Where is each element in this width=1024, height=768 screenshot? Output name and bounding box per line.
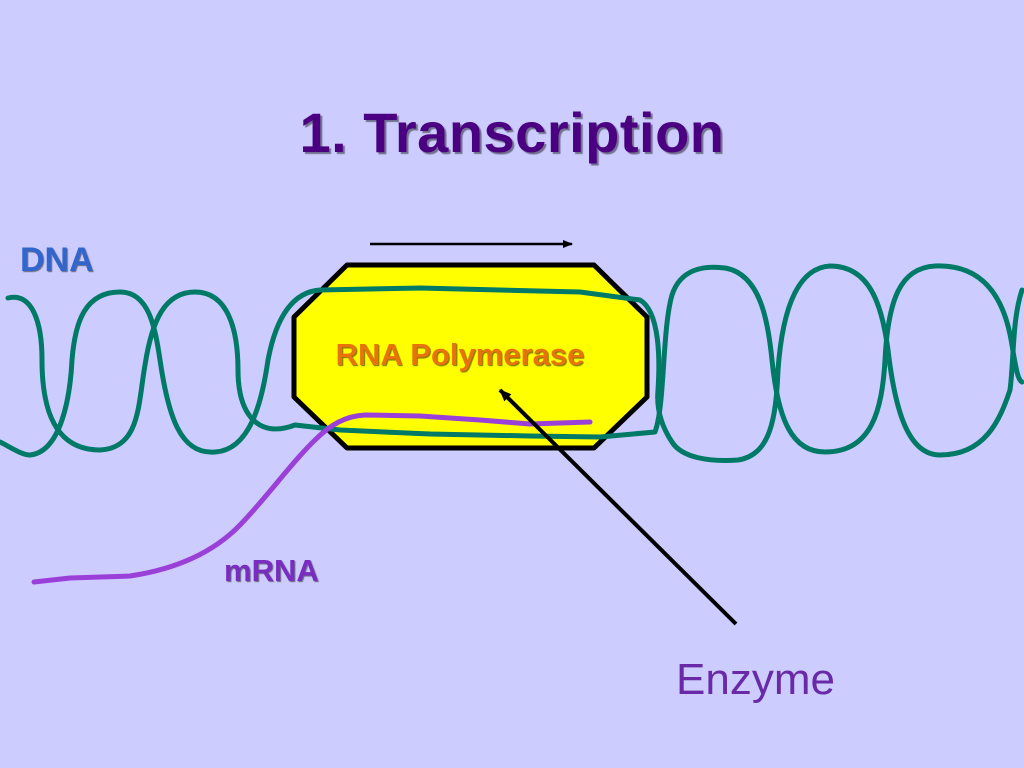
rna-polymerase-label: RNA Polymerase bbox=[335, 337, 585, 372]
rna-polymerase-body bbox=[291, 262, 650, 451]
enzyme-pointer-arrow bbox=[498, 388, 738, 626]
enzyme-label: Enzyme bbox=[676, 655, 835, 704]
dna-label: DNA bbox=[20, 241, 94, 279]
dna-strand-bottom bbox=[0, 263, 1024, 463]
mrna-label: mRNA bbox=[224, 553, 319, 588]
slide-title: 1. Transcription bbox=[299, 101, 725, 164]
dna-strand-top bbox=[5, 263, 1024, 455]
mrna-strand bbox=[31, 412, 593, 585]
